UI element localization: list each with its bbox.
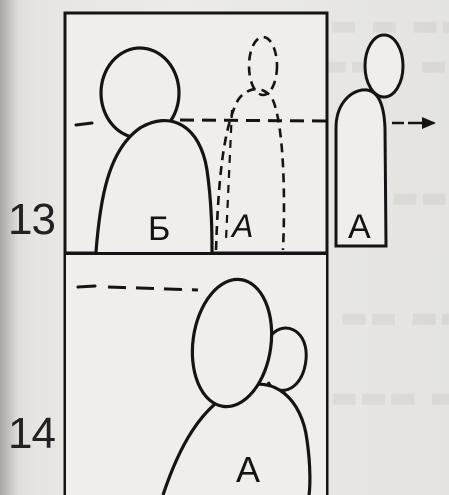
sightline-start	[78, 286, 95, 287]
figure-a-label: А	[236, 449, 260, 490]
arrow-head-icon	[422, 117, 436, 129]
figure-b-label: Б	[148, 210, 170, 248]
figure-a-head	[365, 35, 403, 97]
figure-a-ghost-label: А	[230, 208, 253, 244]
frame-14: А	[65, 254, 327, 495]
frame-13: Б А	[65, 13, 327, 253]
figure-a-label: А	[348, 208, 371, 246]
sightline-start	[76, 123, 92, 125]
figure-a-outside: А	[336, 35, 436, 246]
